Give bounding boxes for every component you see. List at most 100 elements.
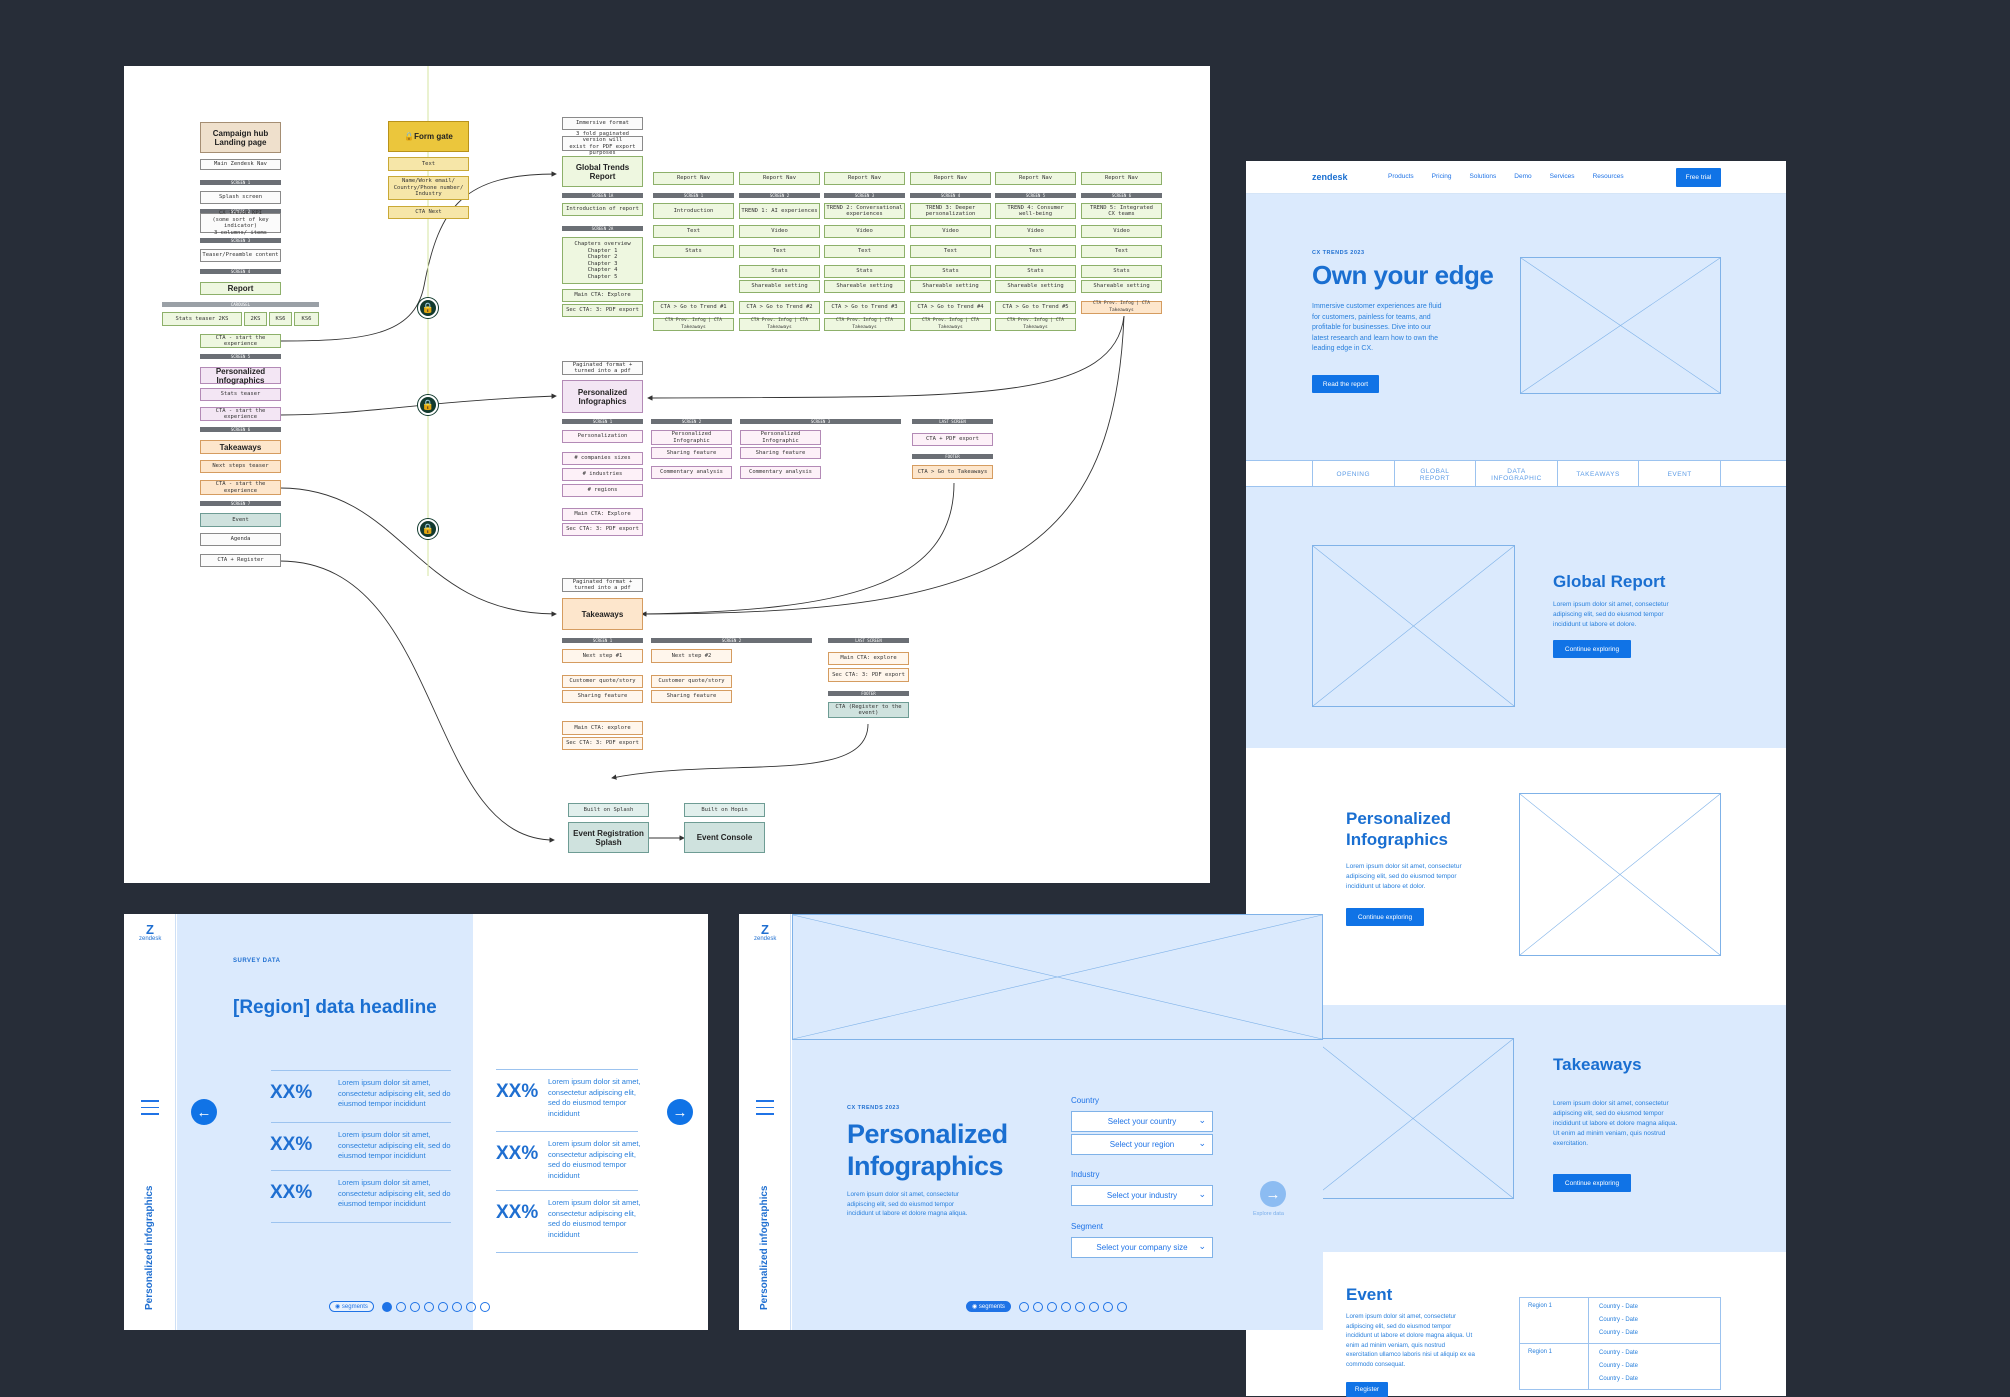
region-date: Country - Date <box>1599 1363 1639 1369</box>
infographics-title-node: Personalized Infographics <box>562 380 643 413</box>
landing-page-mockup: zendesk Products Pricing Solutions Demo Serv… <box>1246 161 1786 1397</box>
arrow-right-icon[interactable]: → <box>667 1099 693 1125</box>
event-text: Lorem ipsum dolor sit amet, consectetur … <box>1346 1313 1475 1368</box>
stats-node: KS6 <box>294 312 319 326</box>
hero-section: CX TRENDS 2023 Own your edge Immersive c… <box>1246 194 1786 460</box>
trend-row-node: Text <box>1081 245 1162 258</box>
tab-0[interactable]: OPENING <box>1313 461 1395 488</box>
free-trial-button[interactable]: Free trial <box>1676 168 1721 187</box>
slide-title: Personalized Infographics <box>847 1119 1008 1181</box>
arrow-left-icon[interactable]: ← <box>191 1099 217 1125</box>
page-dot[interactable] <box>381 1301 392 1312</box>
report-nav-node: Report Nav <box>653 172 734 185</box>
page-dot[interactable] <box>395 1301 406 1312</box>
trend-footer-node: CTA Prev. Infog | CTA Takeaways <box>1081 301 1162 314</box>
page-dot[interactable] <box>409 1301 420 1312</box>
trend-row-node: Stats <box>824 265 905 278</box>
nav-link-products[interactable]: Products <box>1388 173 1414 180</box>
read-report-button[interactable]: Read the report <box>1312 375 1379 393</box>
segments-badge[interactable]: ◉ segments <box>329 1301 374 1312</box>
nav-link-demo[interactable]: Demo <box>1514 173 1532 180</box>
industry-select[interactable]: Select your industry⌄ <box>1071 1185 1213 1206</box>
pdf-export-node: CTA + PDF export <box>912 433 993 446</box>
continue-exploring-button[interactable]: Continue exploring <box>1346 908 1424 926</box>
menu-icon[interactable] <box>141 1100 159 1115</box>
page-dot[interactable] <box>1046 1301 1057 1312</box>
sharing-node: Sharing feature <box>651 690 732 703</box>
segment-select[interactable]: Select your company size⌄ <box>1071 1237 1213 1258</box>
page-dot[interactable] <box>437 1301 448 1312</box>
cta-node: CTA - start the experience <box>200 407 281 421</box>
region-select[interactable]: Select your region⌄ <box>1071 1134 1213 1155</box>
trend-title-node: TREND 5: Integrated CX teams <box>1081 203 1162 219</box>
region-name: Region 1 <box>1520 1344 1589 1389</box>
stat-text: Lorem ipsum dolor sit amet, consectetur … <box>338 1130 451 1160</box>
stat-text: Lorem ipsum dolor sit amet, consectetur … <box>548 1139 641 1180</box>
zendesk-logo[interactable]: zendesk <box>1312 172 1348 182</box>
arrow-right-icon[interactable]: → <box>1260 1181 1286 1207</box>
screen-header: SCREEN 1A <box>562 193 643 198</box>
continue-exploring-button[interactable]: Continue exploring <box>1553 1174 1631 1192</box>
tab-3[interactable]: TAKEAWAYS <box>1558 461 1640 488</box>
lock-icon: 🔒 <box>418 519 438 539</box>
trend-footer-node: CTA Prev. Infog | CTA Takeaways <box>995 318 1076 331</box>
screen-header: SCREEN 3 <box>200 238 281 243</box>
trend-footer-node: CTA Prev. Infog | CTA Takeaways <box>824 318 905 331</box>
country-select[interactable]: Select your country⌄ <box>1071 1111 1213 1132</box>
hero-text: Immersive customer experiences are fluid… <box>1312 303 1442 352</box>
trend-row-node: Stats <box>1081 265 1162 278</box>
gate-text-node: Text <box>388 157 469 171</box>
trend-title-node: Introduction <box>653 203 734 219</box>
menu-icon[interactable] <box>756 1100 774 1115</box>
page-dot[interactable] <box>1018 1301 1029 1312</box>
page-dot[interactable] <box>423 1301 434 1312</box>
screen-header: SCREEN 1 <box>562 638 643 643</box>
continue-exploring-button[interactable]: Continue exploring <box>1553 640 1631 658</box>
country-label: Country <box>1071 1096 1100 1105</box>
trend-row-node: Video <box>739 225 820 238</box>
page-dot[interactable] <box>1032 1301 1043 1312</box>
trend-cta-node: CTA > Go to Trend #4 <box>910 301 991 314</box>
flow-connectors <box>279 66 1125 843</box>
stat-value: XX% <box>270 1182 313 1203</box>
splash-node: Splash screen <box>200 191 281 204</box>
pagination-dots: ◉ segments <box>329 1301 490 1312</box>
tab-2[interactable]: DATA INFOGRAPHIC <box>1476 461 1558 488</box>
slide-background <box>792 914 1323 1330</box>
nav-link-resources[interactable]: Resources <box>1592 173 1624 180</box>
page-dot[interactable] <box>1116 1301 1127 1312</box>
page-dot[interactable] <box>1102 1301 1113 1312</box>
report-nav-node: Report Nav <box>995 172 1076 185</box>
trend-title-node: TREND 2: Conversational experiences <box>824 203 905 219</box>
trend-row-node: Shareable setting <box>1081 280 1162 293</box>
divider-line <box>496 1190 638 1191</box>
register-button[interactable]: Register <box>1346 1382 1388 1397</box>
page-dot[interactable] <box>1074 1301 1085 1312</box>
trend-row-node: Text <box>653 225 734 238</box>
page-dot[interactable] <box>1060 1301 1071 1312</box>
tab-1[interactable]: GLOBAL REPORT <box>1395 461 1477 488</box>
segments-badge[interactable]: ◉ segments <box>966 1301 1011 1312</box>
regions-node: # regions <box>562 484 643 497</box>
paginated-note: Paginated format + turned into a pdf <box>562 361 643 375</box>
hub-nav-node: Main Zendesk Nav <box>200 159 281 170</box>
nav-link-pricing[interactable]: Pricing <box>1431 173 1452 180</box>
stats-node: Stats teaser 2KS <box>162 312 242 326</box>
trend-title-node: TREND 3: Deeper personalization <box>910 203 991 219</box>
screen-header: SCREEN 2 <box>739 193 820 198</box>
screen-header: SCREEN 1 <box>200 180 281 185</box>
trend-row-node: Shareable setting <box>995 280 1076 293</box>
page-dot[interactable] <box>451 1301 462 1312</box>
page-dot[interactable] <box>479 1301 490 1312</box>
tab-4[interactable]: EVENT <box>1639 461 1721 488</box>
nav-link-solutions[interactable]: Solutions <box>1469 173 1497 180</box>
page-dot[interactable] <box>1088 1301 1099 1312</box>
page-dot[interactable] <box>465 1301 476 1312</box>
form-gate-node: 🔒Form gate <box>388 121 469 152</box>
nav-link-services[interactable]: Services <box>1549 173 1575 180</box>
commentary-node: Commentary analysis <box>651 466 732 479</box>
